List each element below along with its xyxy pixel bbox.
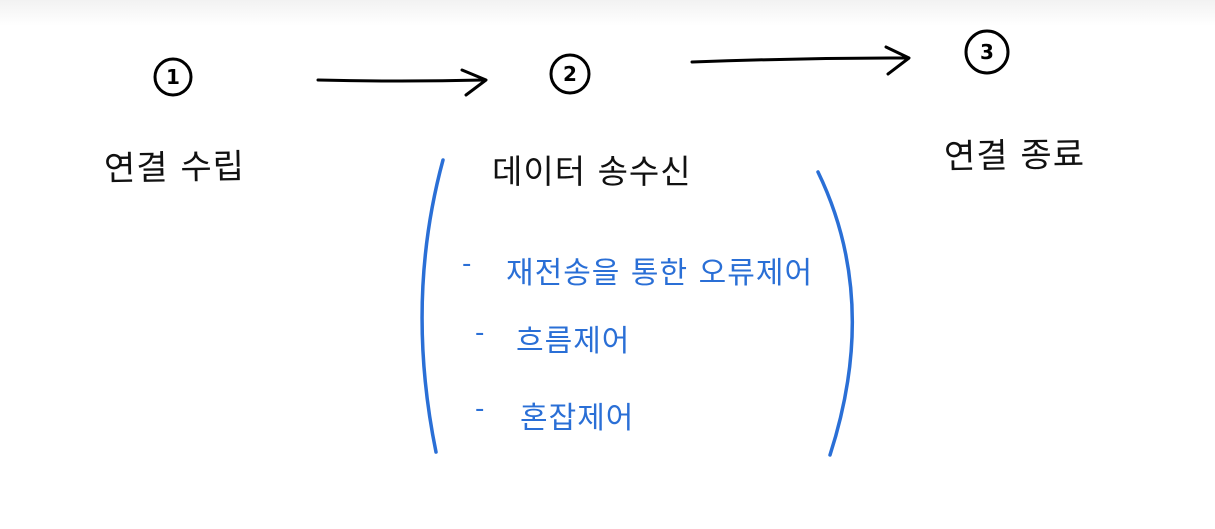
step-2-label: 데이터 송수신 bbox=[492, 152, 692, 191]
step-3-circle bbox=[964, 29, 1010, 75]
step-2-circle bbox=[549, 53, 591, 95]
top-shadow-bar bbox=[0, 0, 1215, 26]
right-bracket bbox=[816, 170, 855, 457]
left-bracket bbox=[420, 158, 445, 454]
step-1-marker: 1 bbox=[152, 56, 194, 98]
bullet-2: - bbox=[475, 318, 485, 348]
arrow-2-head bbox=[884, 45, 911, 76]
step-3-number: 3 bbox=[980, 40, 994, 64]
feature-item-flow-control: 흐름제어 bbox=[516, 324, 631, 359]
step-3-label: 연결 종료 bbox=[943, 134, 1086, 178]
step-3-marker: 3 bbox=[966, 31, 1008, 73]
arrow-1-to-2 bbox=[316, 78, 486, 83]
step-1-label: 연결 수립 bbox=[103, 146, 246, 190]
feature-item-congestion-control: 혼잡제어 bbox=[520, 401, 635, 436]
step-1-circle bbox=[153, 57, 193, 97]
bullet-3: - bbox=[475, 394, 485, 424]
step-1-number: 1 bbox=[166, 65, 180, 89]
step-2-number: 2 bbox=[563, 62, 577, 86]
arrow-2-to-3 bbox=[690, 56, 910, 64]
feature-item-retransmission: 재전송을 통한 오류제어 bbox=[506, 256, 814, 291]
bullet-1: - bbox=[462, 249, 472, 279]
step-2-marker: 2 bbox=[549, 53, 591, 95]
arrow-1-head bbox=[460, 68, 488, 97]
